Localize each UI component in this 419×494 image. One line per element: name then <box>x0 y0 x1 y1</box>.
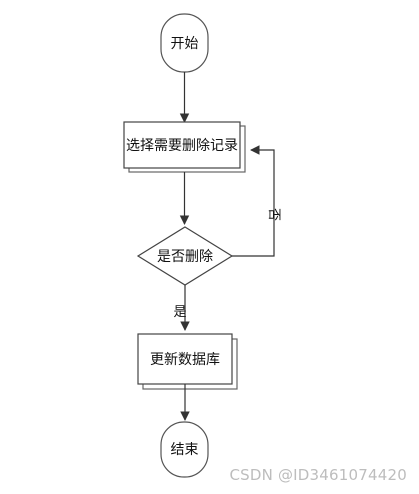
decision-node: 是否删除 <box>136 226 234 286</box>
edge-label-yes: 是 <box>173 305 186 320</box>
update-db-node: 更新数据库 <box>137 333 238 390</box>
end-node: 结束 <box>160 421 209 478</box>
start-node: 开始 <box>160 13 209 73</box>
update-db-label: 更新数据库 <box>150 352 220 368</box>
select-record-label: 选择需要删除记录 <box>126 138 238 154</box>
edge-label-no: 否 <box>266 208 281 221</box>
start-label: 开始 <box>171 36 199 52</box>
edge-decision-no-loop <box>232 145 275 257</box>
select-record-node: 选择需要删除记录 <box>123 121 246 173</box>
decision-label: 是否删除 <box>157 249 213 265</box>
end-label: 结束 <box>171 442 199 458</box>
watermark: CSDN @ID3461074420 <box>229 466 407 484</box>
